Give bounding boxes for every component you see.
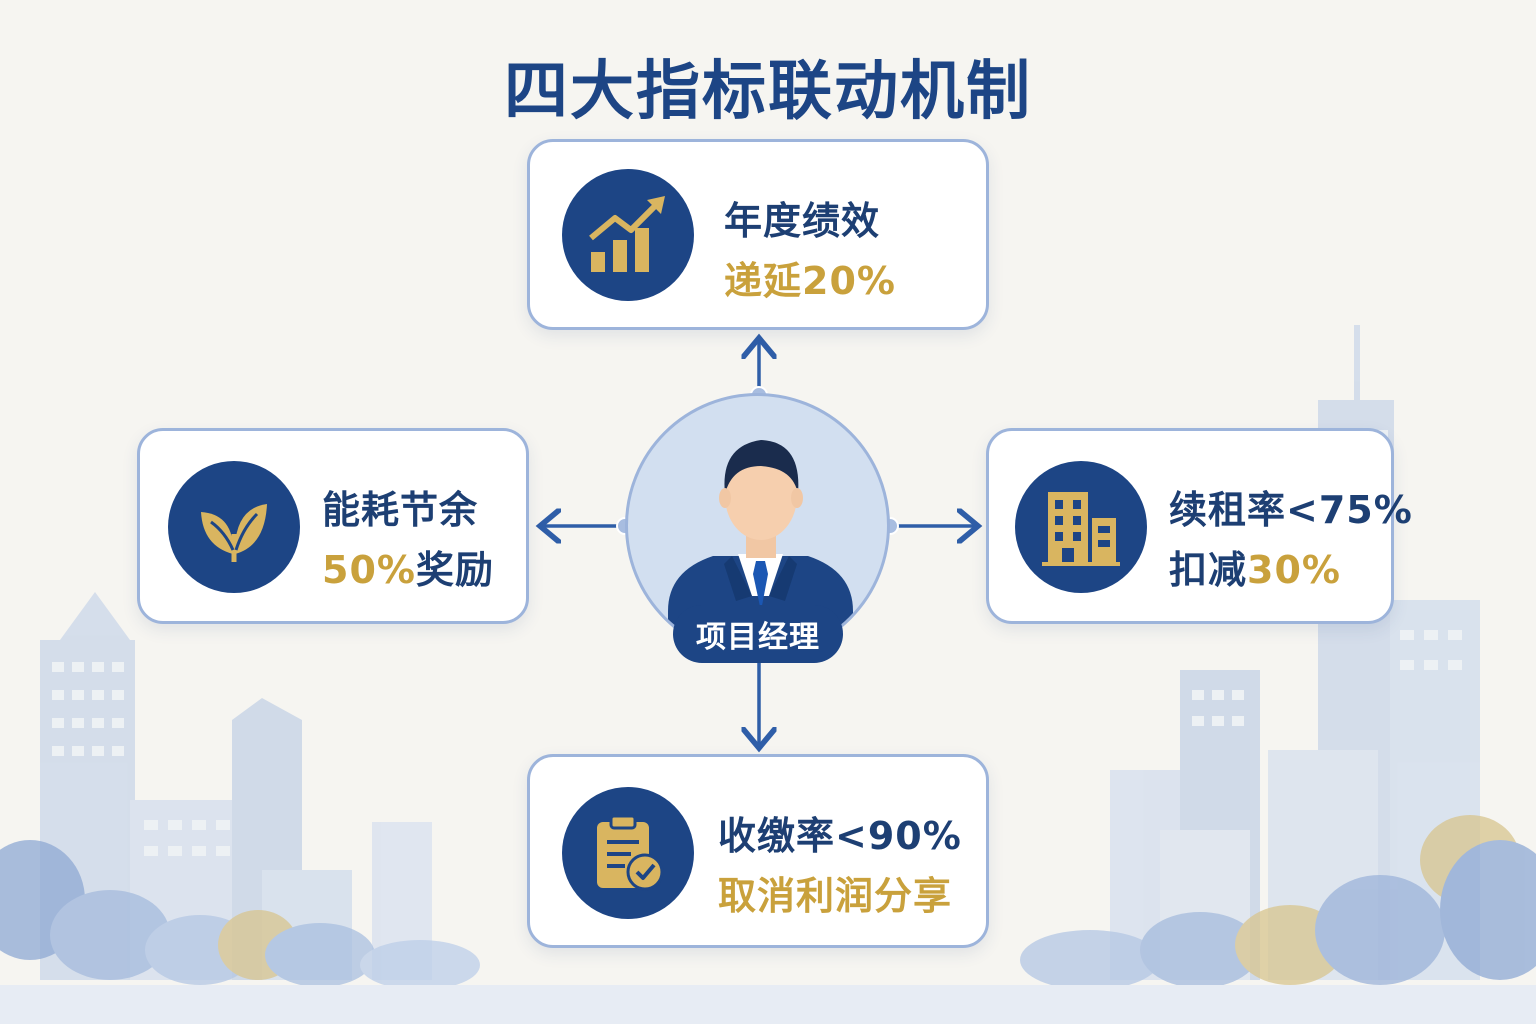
card-top-line2-value: 20% [802, 259, 896, 303]
project-manager-label: 项目经理 [673, 605, 843, 663]
leaf-icon [168, 461, 300, 593]
card-left-line2-suffix: 奖励 [415, 548, 494, 592]
card-left-line1: 能耗节余 [322, 488, 479, 532]
building-icon [1015, 461, 1147, 593]
card-right-line2-prefix: 扣减 [1169, 548, 1248, 592]
card-right-line2-value: 30% [1247, 548, 1341, 592]
card-bottom-line1: 收缴率<90% [718, 814, 962, 858]
card-right-line2: 扣减30% [1169, 539, 1341, 594]
card-left-line2-value: 50% [322, 548, 416, 592]
card-bottom-line2: 取消利润分享 [718, 874, 953, 918]
card-collection-rate: 收缴率<90% 取消利润分享 [527, 754, 989, 948]
card-annual-performance: 年度绩效 递延20% [527, 139, 989, 330]
card-left-line2: 50%奖励 [322, 539, 494, 594]
card-energy-savings: 能耗节余 50%奖励 [137, 428, 529, 624]
diagram-title: 四大指标联动机制 [504, 55, 1032, 129]
card-top-line2: 递延20% [724, 250, 896, 305]
growth-chart-icon [562, 169, 694, 301]
card-top-line1: 年度绩效 [724, 199, 881, 243]
card-top-line2-prefix: 递延 [724, 259, 803, 303]
clipboard-check-icon [562, 787, 694, 919]
card-right-line1: 续租率<75% [1169, 488, 1413, 532]
card-renewal-rate: 续租率<75% 扣减30% [986, 428, 1412, 624]
